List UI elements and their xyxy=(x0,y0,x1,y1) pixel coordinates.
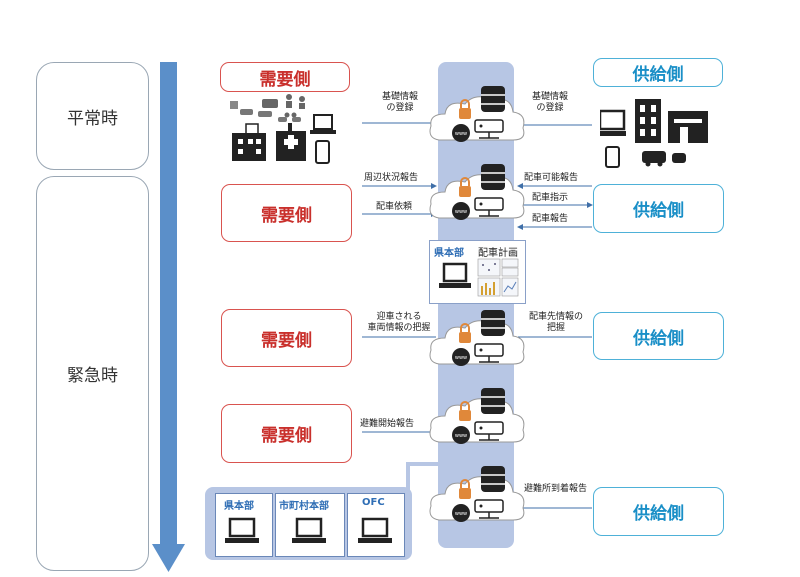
supply-box-2: 供給側 xyxy=(593,312,724,360)
svg-text:www: www xyxy=(455,511,467,517)
laptop-icon xyxy=(439,262,471,288)
supply-label: 供給側 xyxy=(633,201,684,221)
demand-label: 需要側 xyxy=(261,426,312,446)
svg-text:www: www xyxy=(455,355,467,361)
supply-facilities-icon-cluster xyxy=(600,99,708,168)
svg-text:www: www xyxy=(455,433,467,439)
supply-label: 供給側 xyxy=(633,328,684,349)
flow-label-basic-info-right: 基礎情報 の登録 xyxy=(531,92,568,113)
ofc-label: OFC xyxy=(362,497,385,508)
center-hq-label: 県本部 xyxy=(434,248,464,259)
dispatch-plan-chart-icon xyxy=(477,258,519,297)
center-plan-label: 配車計画 xyxy=(478,248,518,259)
flow-label-dispatch-available: 配車可能報告 xyxy=(524,173,579,183)
cloud-server-icon: www xyxy=(429,388,525,444)
flow-label-basic-info-left: 基礎情報 の登録 xyxy=(381,92,418,113)
cloud-server-icon: www xyxy=(429,466,525,522)
demand-label: 需要側 xyxy=(259,69,311,90)
flow-label-shelter-arrival: 避難所到着報告 xyxy=(524,484,588,494)
supply-label: 供給側 xyxy=(633,504,684,524)
pref-hq-label: 県本部 xyxy=(224,501,254,512)
svg-text:www: www xyxy=(455,131,467,137)
cloud-server-icon: www xyxy=(429,310,525,366)
laptop-icon xyxy=(292,517,326,543)
cloud-server-icon: www xyxy=(429,86,525,142)
supply-box-1: 供給側 xyxy=(593,184,724,233)
flow-label-dispatch-request: 配車依頼 xyxy=(376,202,413,212)
supply-label: 供給側 xyxy=(632,65,684,85)
cloud-server-icon: www xyxy=(429,164,525,220)
ofc-box xyxy=(347,493,405,557)
muni-hq-label: 市町村本部 xyxy=(279,501,329,512)
demand-box-1: 需要側 xyxy=(221,184,352,242)
flow-label-surroundings-report: 周辺状況報告 xyxy=(364,173,419,183)
timeline-arrow xyxy=(152,62,185,572)
phase-normal: 平常時 xyxy=(36,62,149,170)
flow-label-dispatch-report: 配車報告 xyxy=(532,214,569,224)
flow-label-evacuation-start: 避難開始報告 xyxy=(360,419,415,429)
laptop-icon xyxy=(310,114,336,134)
demand-box-normal: 需要側 xyxy=(220,62,350,92)
flow-label-pickup-vehicle-info: 迎車される 車両情報の把握 xyxy=(367,312,431,333)
supply-box-3: 供給側 xyxy=(593,487,724,536)
demand-box-3: 需要側 xyxy=(221,404,352,463)
demand-facilities-icon-cluster xyxy=(230,94,330,164)
supply-box-normal: 供給側 xyxy=(593,58,723,87)
laptop-icon xyxy=(225,517,259,543)
flow-label-dispatch-instruction: 配車指示 xyxy=(532,193,569,203)
phase-emergency-label: 緊急時 xyxy=(67,366,118,386)
demand-label: 需要側 xyxy=(261,205,312,226)
panel-connector xyxy=(406,462,440,492)
phase-normal-label: 平常時 xyxy=(67,108,118,129)
laptop-icon xyxy=(358,517,392,543)
svg-text:www: www xyxy=(455,209,467,215)
demand-label: 需要側 xyxy=(261,330,312,351)
phase-emergency: 緊急時 xyxy=(36,176,149,571)
demand-box-2: 需要側 xyxy=(221,309,352,367)
flow-label-destination-info: 配車先情報の 把握 xyxy=(528,312,583,333)
